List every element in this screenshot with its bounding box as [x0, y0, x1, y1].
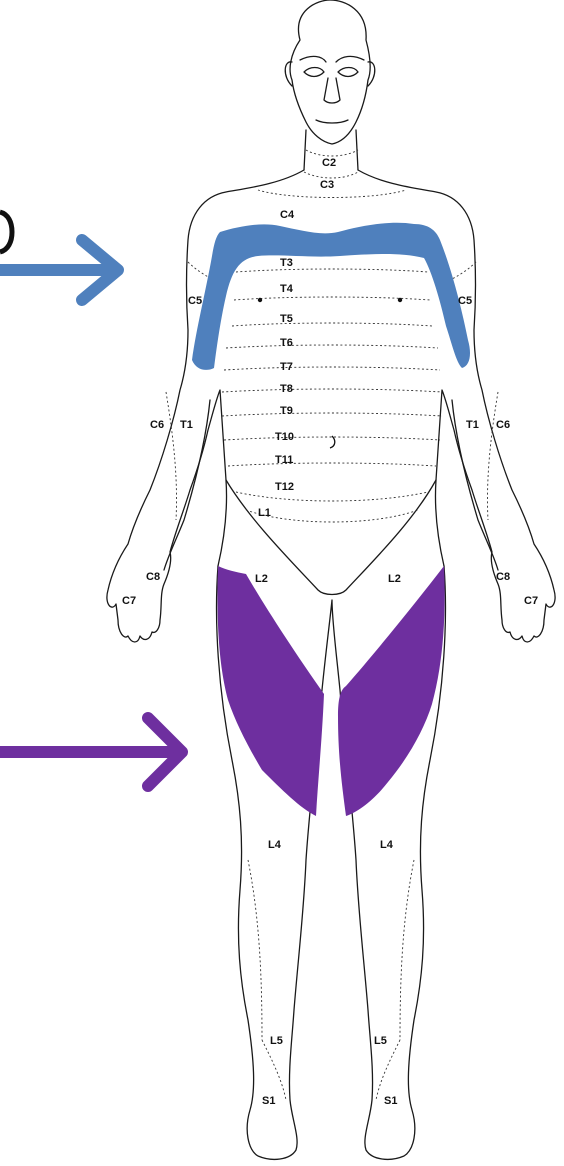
- label-l2-left: L2: [388, 573, 401, 585]
- navel: [330, 436, 335, 448]
- label-c2: C2: [322, 157, 336, 169]
- label-t5: T5: [280, 313, 293, 325]
- mouth: [316, 120, 348, 123]
- eye-left: [338, 68, 358, 77]
- label-s1-left: S1: [384, 1095, 397, 1107]
- label-l1: L1: [258, 507, 271, 519]
- label-c7-right: C7: [122, 595, 136, 607]
- label-t9: T9: [280, 405, 293, 417]
- label-l4-right: L4: [268, 839, 282, 851]
- label-c7-left: C7: [524, 595, 538, 607]
- label-t3: T3: [280, 257, 293, 269]
- label-c3: C3: [320, 179, 334, 191]
- label-c8-right: C8: [146, 571, 160, 583]
- label-l2-right: L2: [255, 573, 268, 585]
- edge-fragment-mark: [0, 212, 12, 252]
- body-outline: [107, 0, 555, 1159]
- eye-right: [304, 68, 324, 77]
- nipple-right: [258, 298, 262, 302]
- blue-arrow: [0, 240, 118, 300]
- nose: [324, 78, 340, 103]
- label-c8-left: C8: [496, 571, 510, 583]
- shoulder-dermatome-highlight: [192, 223, 470, 370]
- label-t8: T8: [280, 383, 293, 395]
- label-t4: T4: [280, 283, 294, 295]
- label-c5-left: C5: [458, 295, 472, 307]
- brow-line: [300, 56, 364, 62]
- nipple-left: [398, 298, 402, 302]
- label-c5-right: C5: [188, 295, 202, 307]
- thigh-dermatome-highlight-left: [338, 566, 445, 816]
- label-t11: T11: [275, 454, 293, 466]
- label-c4: C4: [280, 209, 295, 221]
- label-s1-right: S1: [262, 1095, 275, 1107]
- label-t1-left: T1: [466, 419, 479, 431]
- label-t10: T10: [275, 431, 294, 443]
- label-t12: T12: [275, 481, 294, 493]
- thigh-dermatome-highlight-right: [217, 566, 324, 816]
- label-l5-left: L5: [374, 1035, 387, 1047]
- label-t1-right: T1: [180, 419, 193, 431]
- label-l5-right: L5: [270, 1035, 283, 1047]
- label-c6-right: C6: [150, 419, 164, 431]
- label-l4-left: L4: [380, 839, 394, 851]
- label-t7: T7: [280, 361, 293, 373]
- label-c6-left: C6: [496, 419, 510, 431]
- purple-arrow: [0, 718, 182, 786]
- label-t6: T6: [280, 337, 293, 349]
